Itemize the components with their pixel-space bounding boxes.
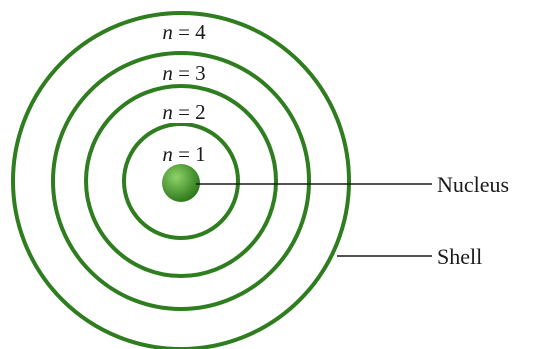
shell-ring-4 [11, 11, 351, 349]
shell-label-2: n = 2 [162, 100, 205, 124]
shell-label-4: n = 4 [162, 20, 206, 44]
shell-rings [11, 11, 351, 349]
shell-ring-1 [122, 122, 240, 240]
nucleus [162, 164, 200, 202]
shell-label-1: n = 1 [162, 142, 205, 166]
shell-ring-3 [51, 51, 311, 311]
shell-labels: n = 4 n = 3 n = 2 n = 1 [152, 19, 216, 166]
shell-ring-2 [84, 84, 278, 278]
nucleus-label: Nucleus [437, 172, 509, 197]
shell-label: Shell [437, 244, 482, 269]
shell-label-3: n = 3 [162, 61, 205, 85]
